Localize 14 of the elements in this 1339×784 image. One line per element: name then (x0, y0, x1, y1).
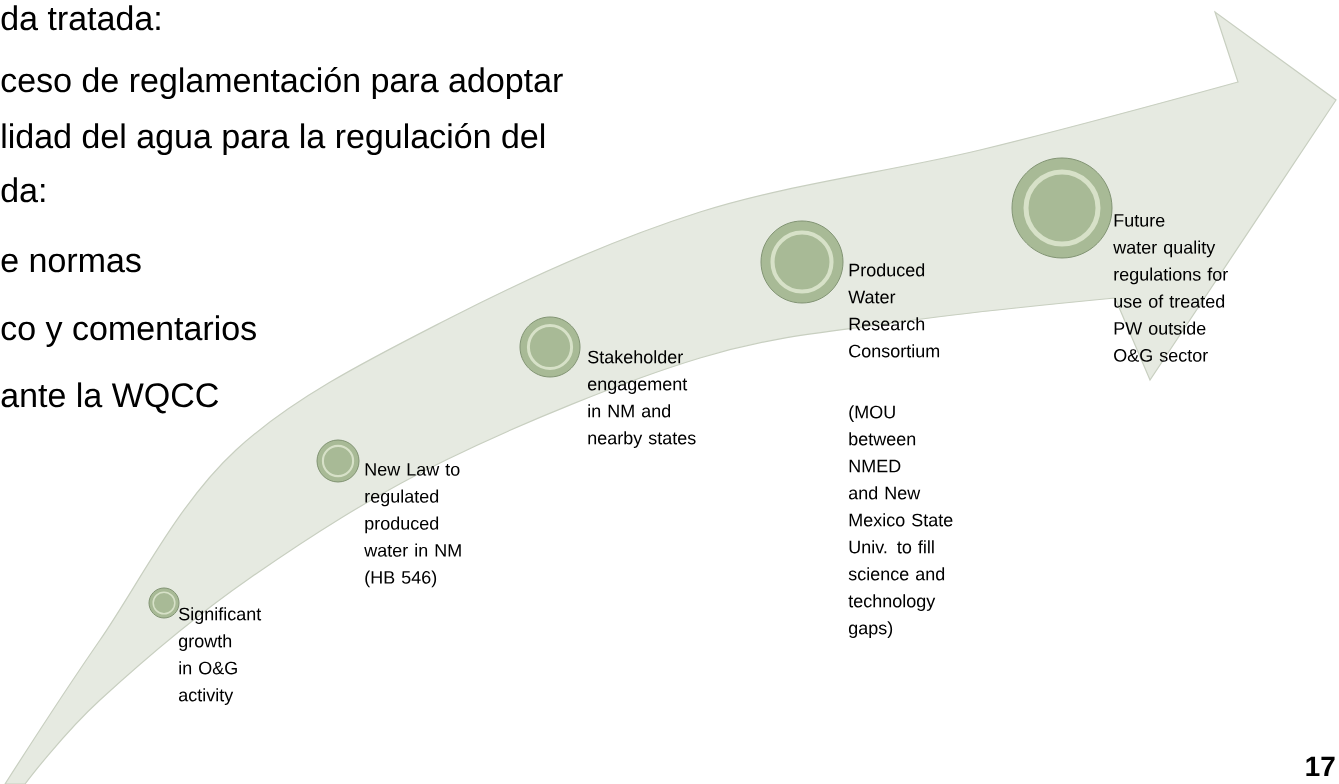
milestone-text: New Law to regulated produced water in NM (HB 546) (364, 463, 461, 588)
bullet-text: da tratada: (1, 5, 160, 31)
bullet-text: ante la WQCC (1, 382, 219, 414)
milestone-text: (MOU between NMED and New Mexico State Univ. to fill science and technology gaps) (848, 405, 953, 638)
milestone-text: Produced Water Research Consortium (848, 263, 940, 358)
milestone-text: Significant growth in O&G activity (178, 607, 262, 705)
milestone-text: Future water quality regulations for use of treated PW outside O&G sector (1113, 214, 1228, 362)
bullet-text: lidad del agua para la regulación del (2, 122, 545, 156)
milestone-text: Stakeholder engagement in NM and nearby states (588, 350, 696, 448)
bullet-text: e normas (1, 253, 141, 273)
page-number: 17 (1306, 756, 1335, 776)
bullet-text: ceso de reglamentación para adoptar (1, 66, 563, 100)
bullet-text: co y comentarios (1, 315, 256, 348)
bullet-text: da: (1, 177, 45, 203)
